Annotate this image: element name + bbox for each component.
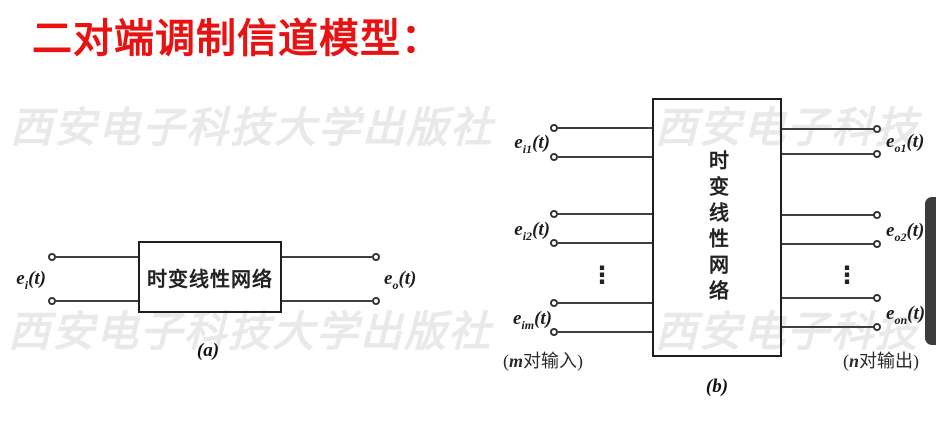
wire [782, 243, 876, 245]
inputs-count-note: (m对输入) [503, 347, 583, 373]
signal-sub: i [24, 277, 29, 292]
note-open: ( [503, 351, 509, 371]
signal-base: e [384, 268, 393, 289]
note-variable: m [509, 351, 524, 371]
outputs-count-note: (n对输出) [843, 347, 919, 373]
vertical-ellipsis-icon: ⋮ [835, 261, 859, 289]
signal-base: e [886, 131, 895, 152]
terminal-circle [873, 323, 881, 331]
terminal-circle [48, 297, 56, 305]
signal-label-eo: eo(t) [384, 268, 417, 292]
network-box-a-label: 时变线性网络 [147, 268, 273, 291]
network-box-a: 时变线性网络 [138, 241, 282, 313]
vertical-ellipsis-icon: ⋮ [590, 261, 614, 289]
terminal-circle [550, 328, 558, 336]
wire [782, 128, 876, 130]
signal-label-ei2: ei2(t) [514, 219, 550, 243]
signal-sub: o1 [894, 140, 907, 155]
note-rest: 对输出) [859, 351, 920, 371]
wire [558, 127, 652, 129]
wire [558, 302, 652, 304]
network-box-b: 时变线性网络 [652, 98, 782, 357]
wire [782, 326, 876, 328]
signal-label-eo1: eo1(t) [886, 131, 925, 155]
terminal-circle [550, 153, 558, 161]
watermark-text: 西安电子科技 [655, 307, 920, 356]
wire [782, 214, 876, 216]
wire [558, 331, 652, 333]
scrollbar-thumb[interactable] [925, 197, 936, 345]
signal-label-ei1: ei1(t) [514, 132, 550, 156]
terminal-circle [372, 253, 380, 261]
caption-a: (a) [196, 340, 220, 361]
terminal-circle [550, 124, 558, 132]
network-box-b-label: 时变线性网络 [705, 149, 728, 306]
wire [282, 256, 372, 258]
signal-sub: i2 [522, 228, 533, 243]
terminal-circle [550, 210, 558, 218]
page-title: 二对端调制信道模型： [32, 17, 442, 61]
terminal-circle [873, 240, 881, 248]
signal-args: (t) [907, 303, 926, 324]
signal-label-eo2: eo2(t) [886, 220, 925, 244]
caption-b: (b) [705, 376, 729, 397]
terminal-circle [873, 211, 881, 219]
terminal-circle [873, 125, 881, 133]
signal-args: (t) [532, 132, 550, 153]
watermark-text: 西安电子科技大学出版社 [8, 307, 493, 356]
signal-args: (t) [906, 131, 925, 152]
signal-args: (t) [398, 268, 417, 289]
signal-sub: o2 [894, 229, 907, 244]
terminal-circle [550, 239, 558, 247]
terminal-circle [550, 299, 558, 307]
signal-sub: i1 [522, 141, 533, 156]
signal-sub: o [392, 277, 399, 292]
watermark-text: 西安电子科技大学出版社 [10, 103, 495, 152]
signal-base: e [514, 219, 523, 240]
signal-args: (t) [906, 220, 925, 241]
signal-sub: im [521, 317, 535, 332]
note-open: ( [843, 351, 849, 371]
signal-sub: on [894, 312, 908, 327]
terminal-circle [873, 294, 881, 302]
wire [558, 242, 652, 244]
terminal-circle [372, 297, 380, 305]
signal-base: e [886, 220, 895, 241]
terminal-circle [873, 150, 881, 158]
signal-base: e [886, 303, 895, 324]
signal-args: (t) [534, 308, 552, 329]
signal-base: e [514, 132, 523, 153]
wire [558, 213, 652, 215]
wire [782, 297, 876, 299]
signal-base: e [16, 268, 25, 289]
wire [282, 300, 372, 302]
note-variable: n [849, 351, 860, 371]
wire [56, 256, 138, 258]
wire [56, 300, 138, 302]
signal-args: (t) [532, 219, 550, 240]
signal-base: e [512, 308, 522, 329]
signal-label-eon: eon(t) [886, 303, 926, 327]
signal-label-ei: ei(t) [16, 268, 46, 292]
wire [782, 153, 876, 155]
signal-label-eim: eim(t) [512, 308, 552, 332]
note-rest: 对输入) [523, 351, 584, 371]
signal-args: (t) [28, 268, 46, 289]
wire [558, 156, 652, 158]
terminal-circle [48, 253, 56, 261]
